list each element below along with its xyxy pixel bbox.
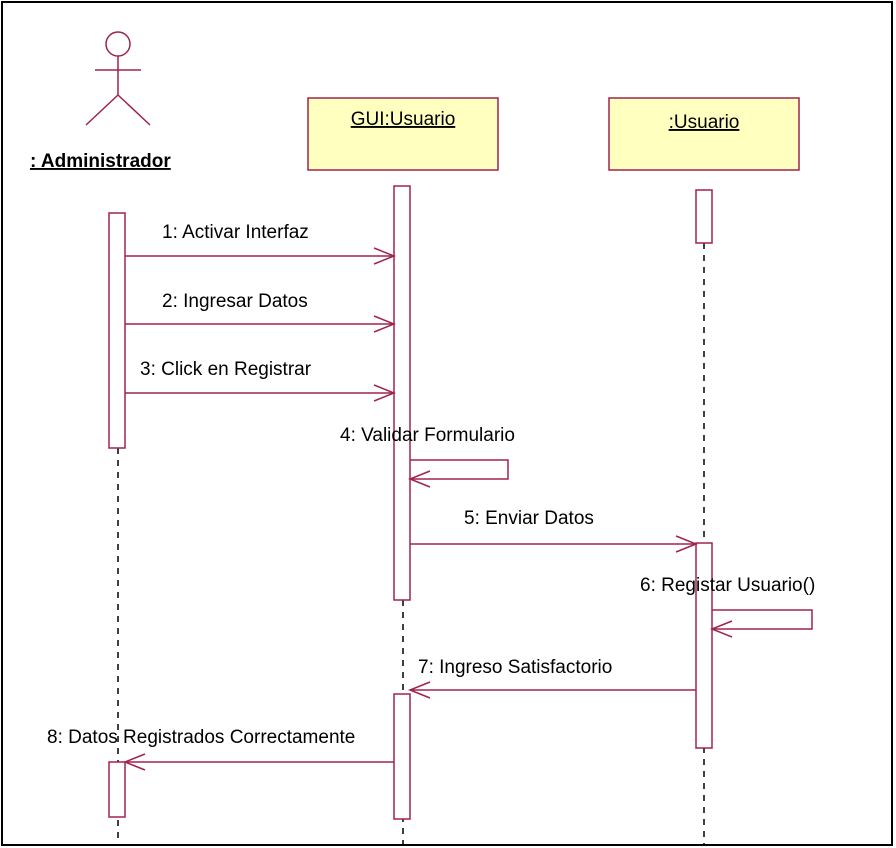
activation-usuario-2 [695, 542, 713, 749]
message-1 [125, 247, 397, 265]
message-8-label: 8: Datos Registrados Correctamente [47, 727, 355, 748]
message-6 [709, 609, 813, 638]
activation-gui-1 [393, 185, 411, 601]
message-7-label: 7: Ingreso Satisfactorio [418, 657, 612, 678]
activation-usuario-1 [695, 189, 713, 244]
activation-actor-2 [108, 761, 126, 818]
message-4-label: 4: Validar Formulario [340, 425, 515, 446]
activation-gui-2 [393, 693, 411, 820]
activation-actor-1 [108, 212, 126, 449]
object-gui-usuario: GUI:Usuario [307, 97, 499, 171]
message-8 [122, 753, 394, 771]
message-5 [410, 535, 699, 553]
message-2-label: 2: Ingresar Datos [162, 291, 308, 312]
stick-figure-icon [85, 31, 151, 126]
message-3-label: 3: Click en Registrar [140, 359, 312, 380]
message-2 [125, 315, 397, 333]
message-7 [407, 681, 696, 699]
message-5-label: 5: Enviar Datos [464, 508, 594, 529]
message-4 [407, 459, 509, 488]
message-6-label: 6: Registar Usuario() [640, 575, 815, 596]
object-usuario-label: :Usuario [669, 112, 740, 133]
message-1-label: 1: Activar Interfaz [162, 222, 309, 243]
object-gui-usuario-label: GUI:Usuario [351, 109, 456, 130]
message-3 [125, 384, 397, 402]
object-usuario: :Usuario [608, 97, 800, 171]
actor-label: : Administrador [30, 151, 171, 172]
